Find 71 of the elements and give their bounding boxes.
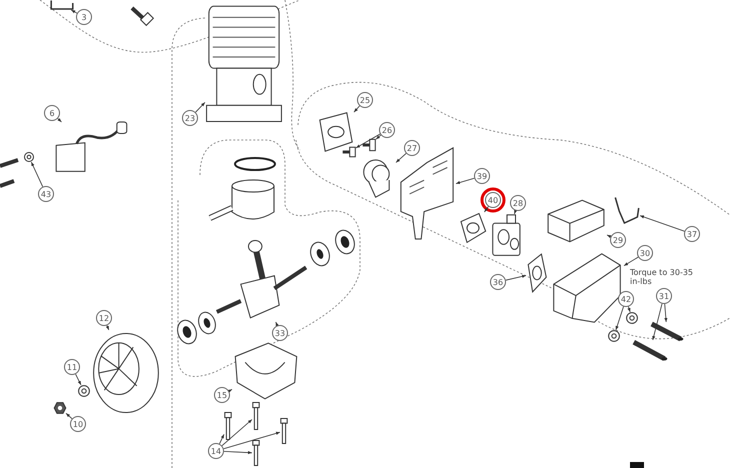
pin-drawing: [632, 340, 668, 362]
leader-line: [376, 134, 382, 140]
leader-line: [70, 10, 78, 14]
screw-drawing: [252, 440, 260, 466]
gasket-drawing: [458, 212, 488, 244]
leader-line: [505, 274, 526, 281]
callout-number: 25: [357, 92, 373, 108]
leader-line: [354, 106, 360, 112]
screw-drawing: [362, 138, 376, 152]
gasket-drawing: [526, 252, 548, 294]
leader-line: [484, 206, 489, 212]
screw-drawing: [280, 418, 288, 444]
leader-line: [75, 374, 82, 386]
callout-number: 33: [272, 325, 288, 341]
callout-number: 37: [684, 226, 700, 242]
washer-drawing: [608, 330, 620, 342]
leader-line: [224, 451, 252, 454]
leader-line: [664, 304, 668, 322]
callout-number: 6: [44, 105, 60, 121]
callout-number: 26: [379, 122, 395, 138]
bracket-drawing: [50, 0, 74, 10]
leader-line: [606, 234, 612, 238]
screw-drawing: [252, 402, 260, 430]
leader-line: [624, 256, 639, 266]
leader-line: [652, 303, 662, 340]
screw-drawing: [224, 412, 232, 440]
leader-line: [228, 389, 232, 393]
leader-line: [456, 178, 475, 184]
callout-number: 10: [70, 416, 86, 432]
callout-number: 3: [76, 9, 92, 25]
screw-drawing: [342, 146, 356, 158]
flywheel-drawing: [90, 330, 162, 416]
callout-number: 43: [38, 186, 54, 202]
gasket-drawing: [318, 112, 354, 152]
callout-number: 31: [656, 288, 672, 304]
pin-drawing: [650, 322, 684, 342]
callout-number: 23: [182, 110, 198, 126]
callout-number: 30: [637, 245, 653, 261]
leader-line: [514, 210, 518, 214]
callout-number: 14: [208, 443, 224, 459]
leader-line: [396, 153, 406, 163]
leader-line: [66, 412, 72, 420]
leader-line: [30, 162, 44, 188]
washer-drawing: [78, 385, 90, 397]
callout-number: 28: [510, 195, 526, 211]
crankcase-drawing: [232, 342, 298, 400]
leader-line: [219, 434, 224, 444]
leader-line: [222, 419, 252, 446]
wire-clip-drawing: [614, 196, 640, 226]
leader-line: [57, 118, 62, 122]
callout-number: 42: [618, 291, 634, 307]
leader-line: [106, 325, 110, 330]
leader-line: [640, 215, 685, 232]
leader-line: [627, 306, 630, 312]
callout-number: 36: [490, 274, 506, 290]
callout-number: 40: [485, 192, 501, 208]
leader-line: [275, 322, 279, 326]
callout-number: 11: [64, 359, 80, 375]
callout-number: 27: [404, 140, 420, 156]
callout-number: 15: [214, 387, 230, 403]
leader-line: [223, 432, 280, 450]
leader-line: [616, 306, 624, 330]
callout-number: 12: [96, 310, 112, 326]
leader-line: [195, 102, 206, 113]
washer-drawing: [24, 152, 34, 162]
nut-drawing: [54, 402, 66, 414]
washer-drawing: [626, 312, 638, 324]
callout-number: 39: [474, 168, 490, 184]
air-filter-drawing: [545, 198, 607, 244]
callout-number: 29: [610, 232, 626, 248]
leader-line: [356, 134, 380, 148]
